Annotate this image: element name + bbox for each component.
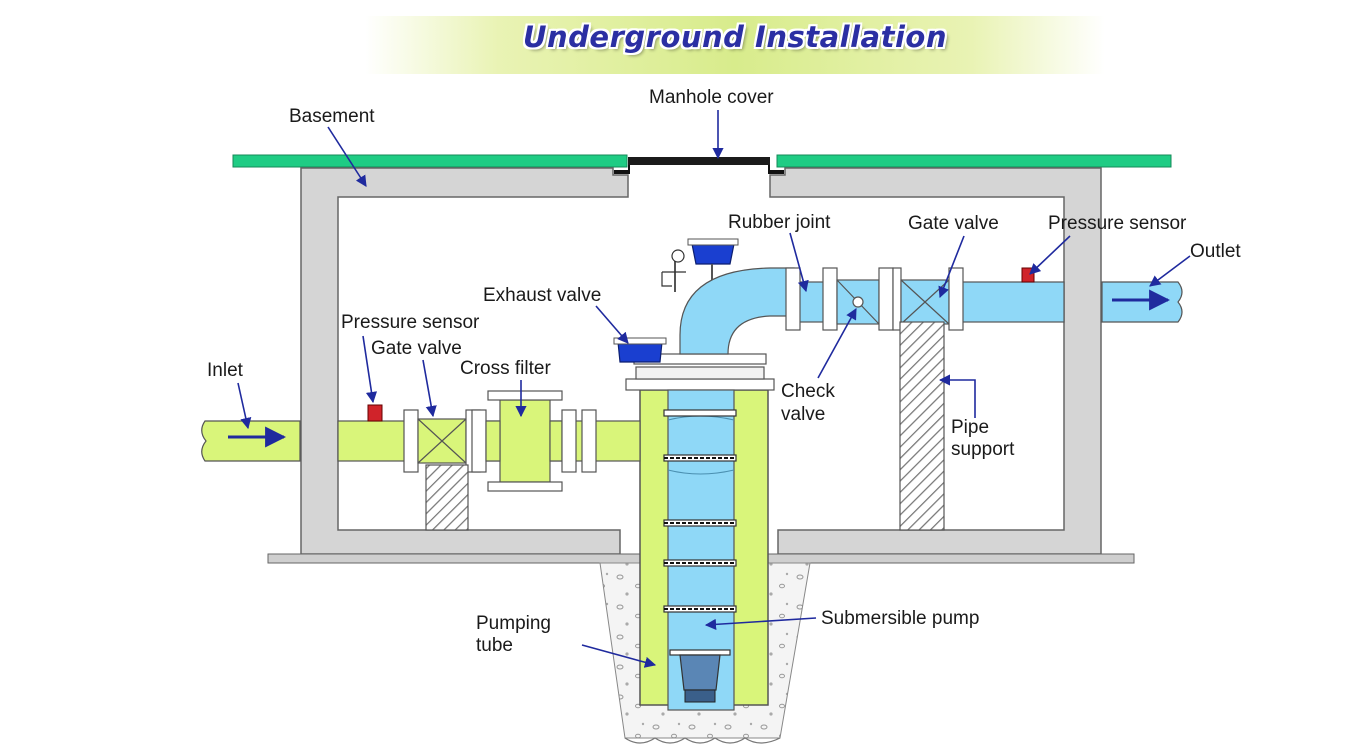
manhole-lid — [628, 157, 770, 165]
cross-filter-top-flange — [487, 390, 563, 401]
label-gate-valve-outlet: Gate valve — [908, 213, 999, 234]
label-basement: Basement — [289, 106, 375, 127]
label-pumping-tube-2: tube — [476, 635, 513, 656]
label-check-valve-1: Check — [781, 381, 835, 402]
pressure-sensor-inlet-leader — [362, 335, 378, 404]
label-exhaust-valve: Exhaust valve — [483, 285, 601, 306]
label-pressure-sensor-outlet: Pressure sensor — [1048, 213, 1187, 234]
inlet-pipe-outside — [201, 420, 301, 462]
label-pipe-support-2: support — [951, 439, 1015, 460]
exhaust-valve — [617, 341, 663, 363]
submersible-pump-leader — [704, 617, 817, 630]
rubber-joint-cap — [691, 243, 735, 265]
exhaust-valve-leader — [595, 305, 629, 344]
pressure-sensor-outlet-leader — [1029, 235, 1071, 275]
label-pipe-support-1: Pipe — [951, 417, 989, 438]
basement-leader — [327, 126, 367, 187]
gate-valve-outlet-leader — [938, 235, 965, 299]
outlet-pipe-support — [899, 321, 945, 531]
outlet-pressure-sensor — [1021, 267, 1035, 283]
label-pumping-tube-1: Pumping — [476, 613, 551, 634]
rubber-joint — [785, 267, 801, 331]
cross-filter — [499, 399, 551, 483]
ground-surface-left — [232, 154, 628, 168]
label-pressure-sensor-inlet: Pressure sensor — [341, 312, 480, 333]
label-manhole-cover: Manhole cover — [649, 87, 774, 108]
riser-elbow-pipe — [679, 267, 795, 355]
label-gate-valve-inlet: Gate valve — [371, 338, 462, 359]
soil-bottom — [624, 737, 781, 744]
inlet-leader — [237, 382, 252, 430]
gate-valve-inlet-leader — [422, 359, 437, 418]
outlet-pipe-outside — [1101, 281, 1183, 323]
label-rubber-joint: Rubber joint — [728, 212, 831, 233]
pipe-flange — [581, 409, 597, 473]
inlet-pipe-support — [425, 464, 469, 531]
label-outlet: Outlet — [1190, 241, 1241, 262]
pump-motor-base — [679, 654, 721, 691]
label-inlet: Inlet — [207, 360, 244, 381]
check-valve-leader — [817, 308, 857, 379]
outlet-leader — [1149, 255, 1191, 287]
wellhead-flange — [625, 378, 775, 391]
pressure-gauge — [671, 249, 685, 263]
cross-filter-bottom-flange — [487, 481, 563, 492]
inlet-pressure-sensor — [367, 404, 383, 422]
label-submersible-pump: Submersible pump — [821, 608, 979, 629]
label-check-valve-2: valve — [781, 404, 825, 425]
pumping-tube-leader — [581, 644, 657, 668]
pipe-support-leader — [938, 374, 976, 418]
cross-filter-flange-left — [471, 409, 487, 473]
label-cross-filter: Cross filter — [460, 358, 551, 379]
rubber-joint-leader — [789, 232, 809, 293]
ground-surface-right — [776, 154, 1172, 168]
title-banner — [365, 16, 1105, 74]
page-title: Underground Installation — [522, 20, 947, 54]
cross-filter-flange-right — [561, 409, 577, 473]
inlet-gate-valve-flange-left — [403, 409, 419, 473]
